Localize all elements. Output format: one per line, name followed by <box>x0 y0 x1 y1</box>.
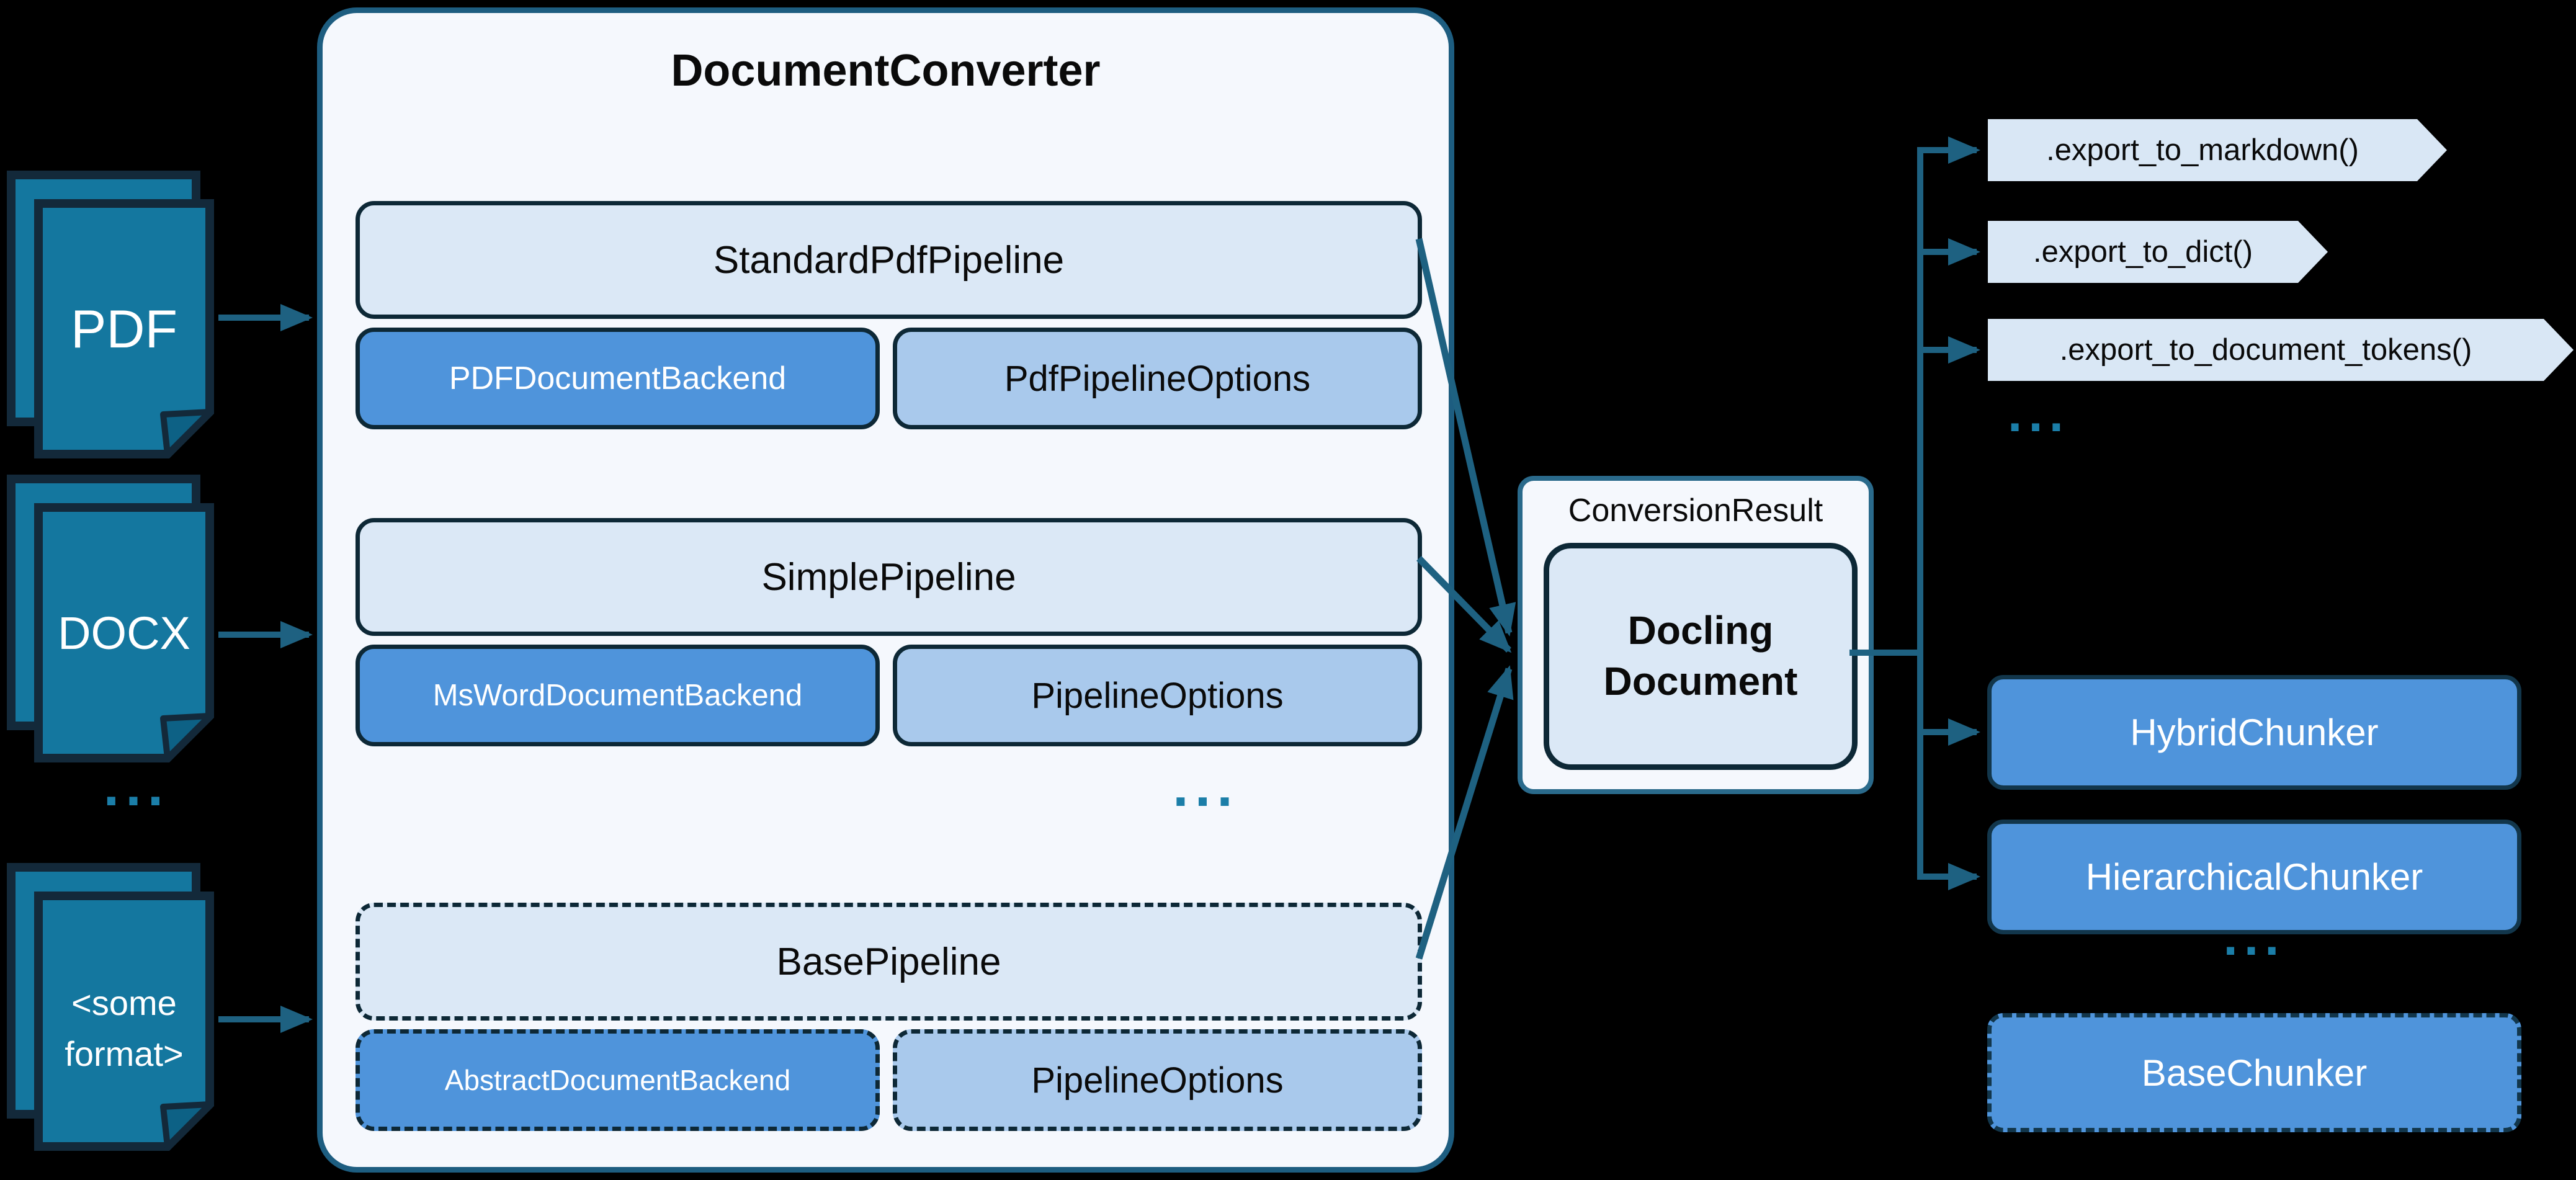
docx-fold-corner <box>160 713 213 761</box>
docx-documents-icon: DOCX <box>7 475 214 762</box>
export-to-document-tokens-tag: .export_to_document_tokens() <box>1988 319 2574 381</box>
pdf-documents-icon: PDF <box>7 171 214 458</box>
standard-pdf-pipeline-box: StandardPdfPipeline <box>356 201 1422 319</box>
export-to-markdown-tag: .export_to_markdown() <box>1988 119 2447 181</box>
pdf-pipeline-options-box: PdfPipelineOptions <box>893 328 1422 429</box>
inputs-ellipsis: ... <box>103 754 170 818</box>
pdf-label: PDF <box>71 300 177 359</box>
hierarchical-chunker-box: HierarchicalChunker <box>1987 820 2521 934</box>
base-chunker-box: BaseChunker <box>1987 1013 2521 1132</box>
base-pipeline-box: BasePipeline <box>356 903 1422 1021</box>
docx-label: DOCX <box>58 607 190 659</box>
some-format-label-line1: <some <box>71 983 177 1022</box>
docling-document-line1: Docling <box>1627 608 1774 653</box>
msword-document-backend-box: MsWordDocumentBackend <box>356 645 880 746</box>
some-format-fold-corner <box>160 1101 213 1150</box>
abstract-document-backend-box: AbstractDocumentBackend <box>356 1029 880 1131</box>
pipeline-options-box-simple: PipelineOptions <box>893 645 1422 746</box>
pdf-document-backend-box: PDFDocumentBackend <box>356 328 880 429</box>
conversion-result-container: ConversionResult Docling Document <box>1518 476 1874 794</box>
some-format-label-line2: format> <box>65 1034 183 1073</box>
docling-document-line2: Document <box>1603 659 1798 704</box>
document-converter-container: DocumentConverter StandardPdfPipeline PD… <box>317 7 1454 1173</box>
pipeline-options-box-base: PipelineOptions <box>893 1029 1422 1131</box>
pdf-fold-corner <box>160 409 213 457</box>
export-to-dict-tag: .export_to_dict() <box>1988 221 2328 283</box>
hybrid-chunker-box: HybridChunker <box>1987 675 2521 790</box>
some-format-documents-icon: <some format> <box>7 863 214 1151</box>
converter-ellipsis: ... <box>1173 755 1239 818</box>
simple-pipeline-box: SimplePipeline <box>356 518 1422 636</box>
conversion-result-label: ConversionResult <box>1568 493 1823 529</box>
exports-ellipsis: ... <box>2007 384 2070 442</box>
chunkers-ellipsis: ... <box>2223 908 2286 966</box>
document-converter-title: DocumentConverter <box>671 46 1101 96</box>
docling-document-box: Docling Document <box>1544 543 1858 770</box>
